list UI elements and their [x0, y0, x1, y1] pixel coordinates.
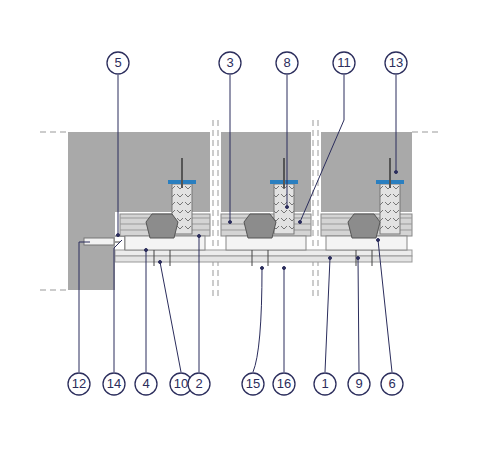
callout-circle: 9: [347, 372, 371, 396]
callout-number: 12: [67, 372, 91, 396]
callout-number: 16: [272, 372, 296, 396]
concrete-slab: [68, 132, 412, 290]
dashed-edges: [40, 120, 440, 300]
callout-number: 13: [384, 51, 408, 75]
callout-circle: 2: [187, 372, 211, 396]
callout-circle: 12: [67, 372, 91, 396]
callout-circle: 14: [102, 372, 126, 396]
callout-number: 2: [187, 372, 211, 396]
callout-number: 14: [102, 372, 126, 396]
callout-number: 1: [313, 372, 337, 396]
leader-lines: [79, 75, 398, 372]
callout-number: 3: [218, 51, 242, 75]
callout-circle: 13: [384, 51, 408, 75]
callout-circle: 6: [380, 372, 404, 396]
ceiling-system: [84, 158, 412, 266]
callout-number: 5: [106, 51, 130, 75]
callout-number: 9: [347, 372, 371, 396]
callout-circle: 16: [272, 372, 296, 396]
callout-circle: 4: [134, 372, 158, 396]
callout-circle: 5: [106, 51, 130, 75]
callout-circle: 8: [275, 51, 299, 75]
callout-circle: 1: [313, 372, 337, 396]
callout-number: 6: [380, 372, 404, 396]
callout-number: 11: [332, 51, 356, 75]
callout-circle: 3: [218, 51, 242, 75]
callout-circle: 11: [332, 51, 356, 75]
callout-number: 8: [275, 51, 299, 75]
callout-number: 15: [241, 372, 265, 396]
callout-number: 4: [134, 372, 158, 396]
callout-circle: 15: [241, 372, 265, 396]
